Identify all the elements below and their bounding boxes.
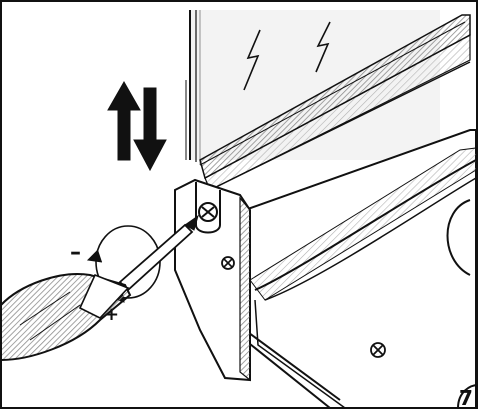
step-number-circle xyxy=(457,384,478,409)
screwdriver-icon xyxy=(0,214,199,362)
lightning-icon xyxy=(315,21,331,73)
screw-icon xyxy=(221,256,235,270)
screw-icon xyxy=(370,342,386,358)
down-arrow-icon xyxy=(133,87,167,172)
step-number: 7 xyxy=(459,386,473,410)
lightning-icon xyxy=(243,29,261,91)
up-arrow-icon xyxy=(107,80,141,161)
door-seal-strip xyxy=(199,14,471,191)
screw-icon xyxy=(198,202,218,222)
counterclockwise-label: – xyxy=(70,240,81,265)
clockwise-label: + xyxy=(104,304,120,325)
